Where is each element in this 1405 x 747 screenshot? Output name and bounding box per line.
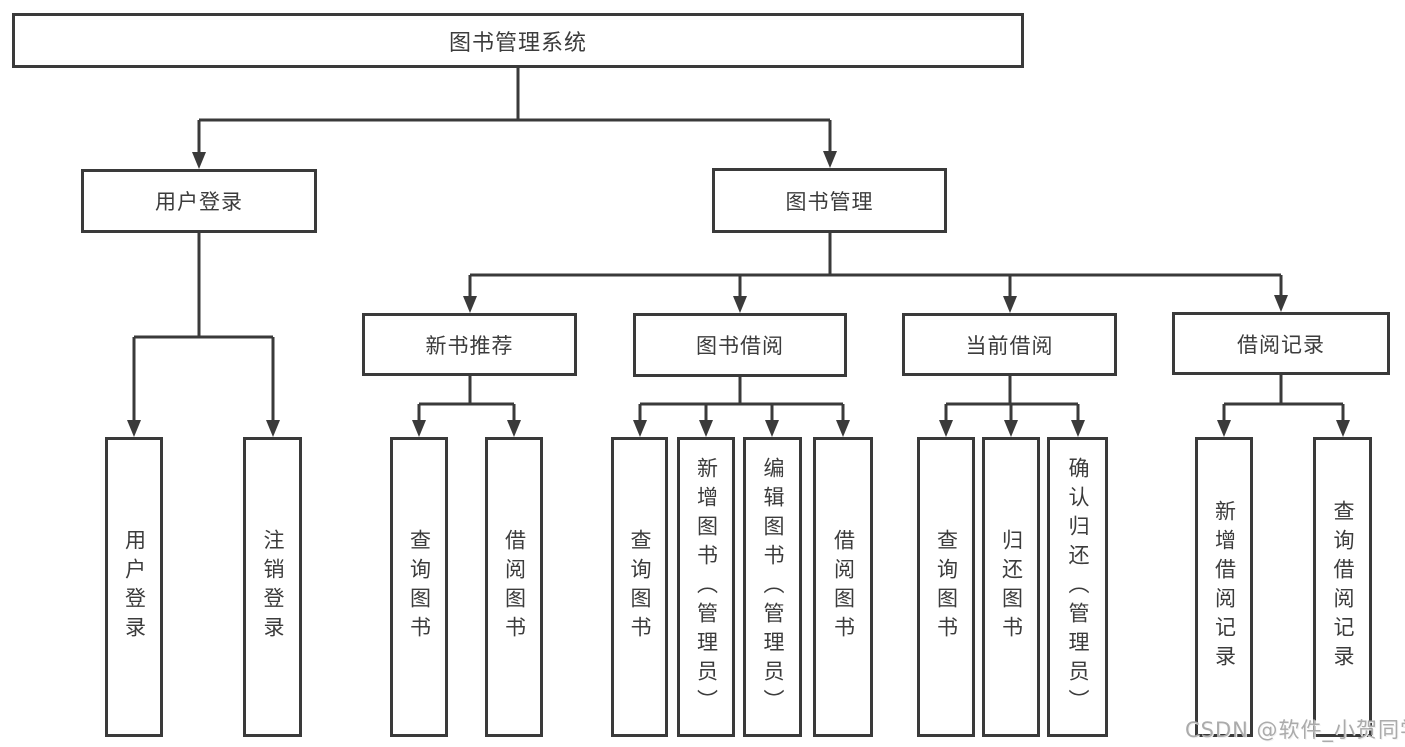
node-label: 图书管理 <box>785 189 874 214</box>
node-book-borrowing: 图书借阅 <box>633 313 847 377</box>
leaf-records-add-borrow-record: 新增借阅记录 <box>1195 437 1253 737</box>
leaf-label: 查询图书 <box>407 529 432 645</box>
leaf-label: 归还图书 <box>999 529 1024 645</box>
csdn-watermark: CSDN @软件_小贺同学 <box>1185 718 1405 742</box>
leaf-label: 确认归还（管理员） <box>1066 456 1090 718</box>
leaf-label: 编辑图书（管理员） <box>761 456 785 718</box>
node-new-book-recommendation: 新书推荐 <box>362 313 577 376</box>
node-label: 当前借阅 <box>965 333 1054 358</box>
leaf-label: 查询图书 <box>934 529 959 645</box>
node-label: 新书推荐 <box>425 333 514 358</box>
leaf-label: 查询图书 <box>628 529 652 645</box>
leaf-records-query-borrow-record: 查询借阅记录 <box>1313 437 1372 737</box>
node-label: 借阅记录 <box>1237 332 1325 357</box>
leaf-label: 查询借阅记录 <box>1331 500 1355 674</box>
leaf-label: 借阅图书 <box>831 529 856 645</box>
leaf-borrowing-edit-books-admin: 编辑图书（管理员） <box>743 437 802 737</box>
leaf-borrowing-query-books: 查询图书 <box>611 437 668 737</box>
leaf-current-query-books: 查询图书 <box>917 437 975 737</box>
leaf-user-login: 用户登录 <box>105 437 163 737</box>
leaf-label: 借阅图书 <box>502 529 527 645</box>
leaf-current-return-books: 归还图书 <box>982 437 1040 737</box>
leaf-borrowing-borrow-books: 借阅图书 <box>813 437 873 737</box>
connector-paths <box>132 68 1345 422</box>
leaf-recommend-query-books: 查询图书 <box>390 437 448 737</box>
leaf-label: 用户登录 <box>122 529 147 645</box>
leaf-recommend-borrow-books: 借阅图书 <box>485 437 543 737</box>
node-current-borrowing: 当前借阅 <box>902 313 1117 376</box>
node-label: 用户登录 <box>155 190 243 214</box>
node-borrowing-records: 借阅记录 <box>1172 312 1390 375</box>
node-label: 图书借阅 <box>696 334 784 358</box>
leaf-label: 新增图书（管理员） <box>694 456 719 718</box>
leaf-borrowing-add-books-admin: 新增图书（管理员） <box>677 437 735 737</box>
leaf-logout: 注销登录 <box>243 437 302 737</box>
node-user-login: 用户登录 <box>81 169 317 233</box>
leaf-current-confirm-return-admin: 确认归还（管理员） <box>1047 437 1108 737</box>
leaf-label: 注销登录 <box>261 529 285 645</box>
arrowheads <box>127 151 1350 437</box>
node-library-management-system: 图书管理系统 <box>12 13 1024 68</box>
node-label: 图书管理系统 <box>448 30 587 56</box>
node-book-management: 图书管理 <box>712 168 947 233</box>
leaf-label: 新增借阅记录 <box>1212 500 1237 674</box>
